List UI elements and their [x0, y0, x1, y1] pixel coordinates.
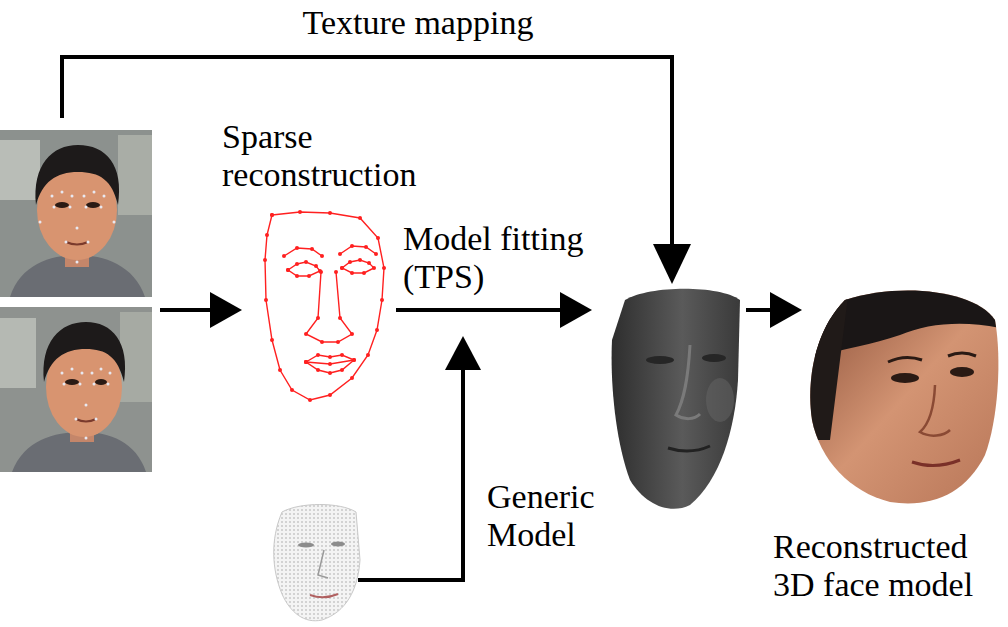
stage-label: Generic Model — [487, 478, 609, 554]
generic-model — [274, 505, 360, 621]
flow-label: Texture mapping — [265, 4, 571, 42]
sparse-wireframe — [265, 212, 384, 400]
stage-label: Sparse reconstruction — [222, 118, 427, 194]
flow-arrows — [62, 57, 772, 580]
stage-label: Reconstructed 3D face model — [773, 528, 985, 604]
fitted-mesh — [612, 289, 740, 509]
reconstructed-face — [800, 280, 1008, 503]
input-photo — [0, 307, 152, 472]
input-photo — [0, 130, 152, 297]
arrow-heads — [210, 244, 802, 370]
flow-label: Model fitting (TPS) — [403, 220, 595, 296]
